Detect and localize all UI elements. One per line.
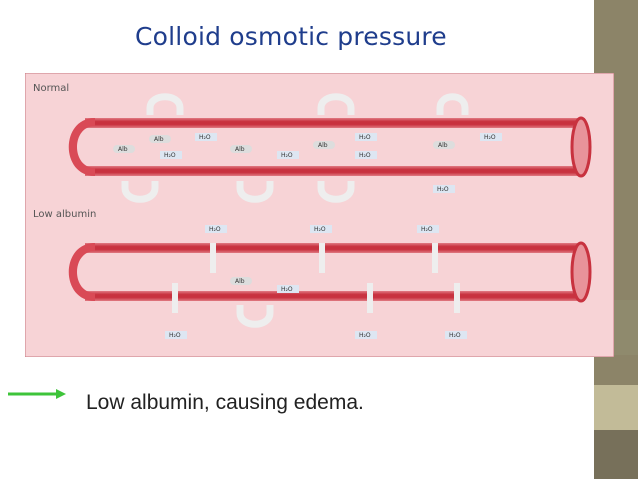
svg-text:H₂O: H₂O (359, 152, 371, 159)
svg-text:H₂O: H₂O (437, 186, 449, 193)
svg-text:H₂O: H₂O (281, 152, 293, 159)
svg-text:H₂O: H₂O (209, 226, 221, 233)
normal-arc-1 (146, 93, 184, 115)
svg-text:Alb: Alb (235, 146, 245, 153)
svg-text:Alb: Alb (118, 146, 128, 153)
low-arc (236, 305, 274, 328)
normal-arc-2 (317, 93, 355, 115)
sidebar-accent-bottom (594, 430, 638, 479)
low-vessel-bottom-wall (85, 291, 585, 301)
low-vessel-end (570, 241, 592, 303)
svg-text:H₂O: H₂O (449, 332, 461, 339)
low-badges: H₂O H₂O H₂O Alb H₂O H₂O H₂O H₂O (165, 225, 467, 339)
svg-text:H₂O: H₂O (164, 152, 176, 159)
svg-text:Alb: Alb (318, 142, 328, 149)
svg-text:H₂O: H₂O (314, 226, 326, 233)
svg-text:H₂O: H₂O (359, 134, 371, 141)
low-albumin-label: Low albumin (33, 209, 96, 220)
svg-text:H₂O: H₂O (359, 332, 371, 339)
normal-arc-6 (317, 181, 355, 203)
green-arrow-icon (8, 389, 66, 399)
svg-text:H₂O: H₂O (169, 332, 181, 339)
normal-arc-5 (236, 181, 274, 203)
svg-text:H₂O: H₂O (484, 134, 496, 141)
svg-text:H₂O: H₂O (281, 286, 293, 293)
low-vessel-opening (68, 243, 95, 301)
low-water-arrows (172, 243, 460, 313)
svg-text:H₂O: H₂O (421, 226, 433, 233)
normal-vessel-top-wall (85, 118, 585, 128)
svg-text:Alb: Alb (235, 278, 245, 285)
normal-h2o-badges: H₂O H₂O H₂O H₂O H₂O H₂O H₂O (160, 133, 502, 193)
low-vessel-top-wall (85, 243, 585, 253)
normal-vessel-bottom-wall (85, 166, 585, 176)
normal-alb-badges: Alb Alb Alb Alb Alb (113, 135, 455, 153)
svg-text:Alb: Alb (154, 136, 164, 143)
svg-text:H₂O: H₂O (199, 134, 211, 141)
sidebar-accent-highlight (594, 385, 638, 430)
slide-caption: Low albumin, causing edema. (86, 391, 364, 414)
normal-label: Normal (33, 83, 69, 94)
normal-vessel-opening (68, 118, 95, 176)
slide-title: Colloid osmotic pressure (135, 22, 447, 51)
normal-arc-3 (436, 93, 469, 115)
svg-text:Alb: Alb (438, 142, 448, 149)
colloid-osmotic-diagram: Normal Alb Alb Alb Alb Alb H₂O H₂O H₂O H… (25, 73, 614, 357)
normal-vessel-end (570, 116, 592, 178)
normal-arc-4 (121, 181, 159, 203)
